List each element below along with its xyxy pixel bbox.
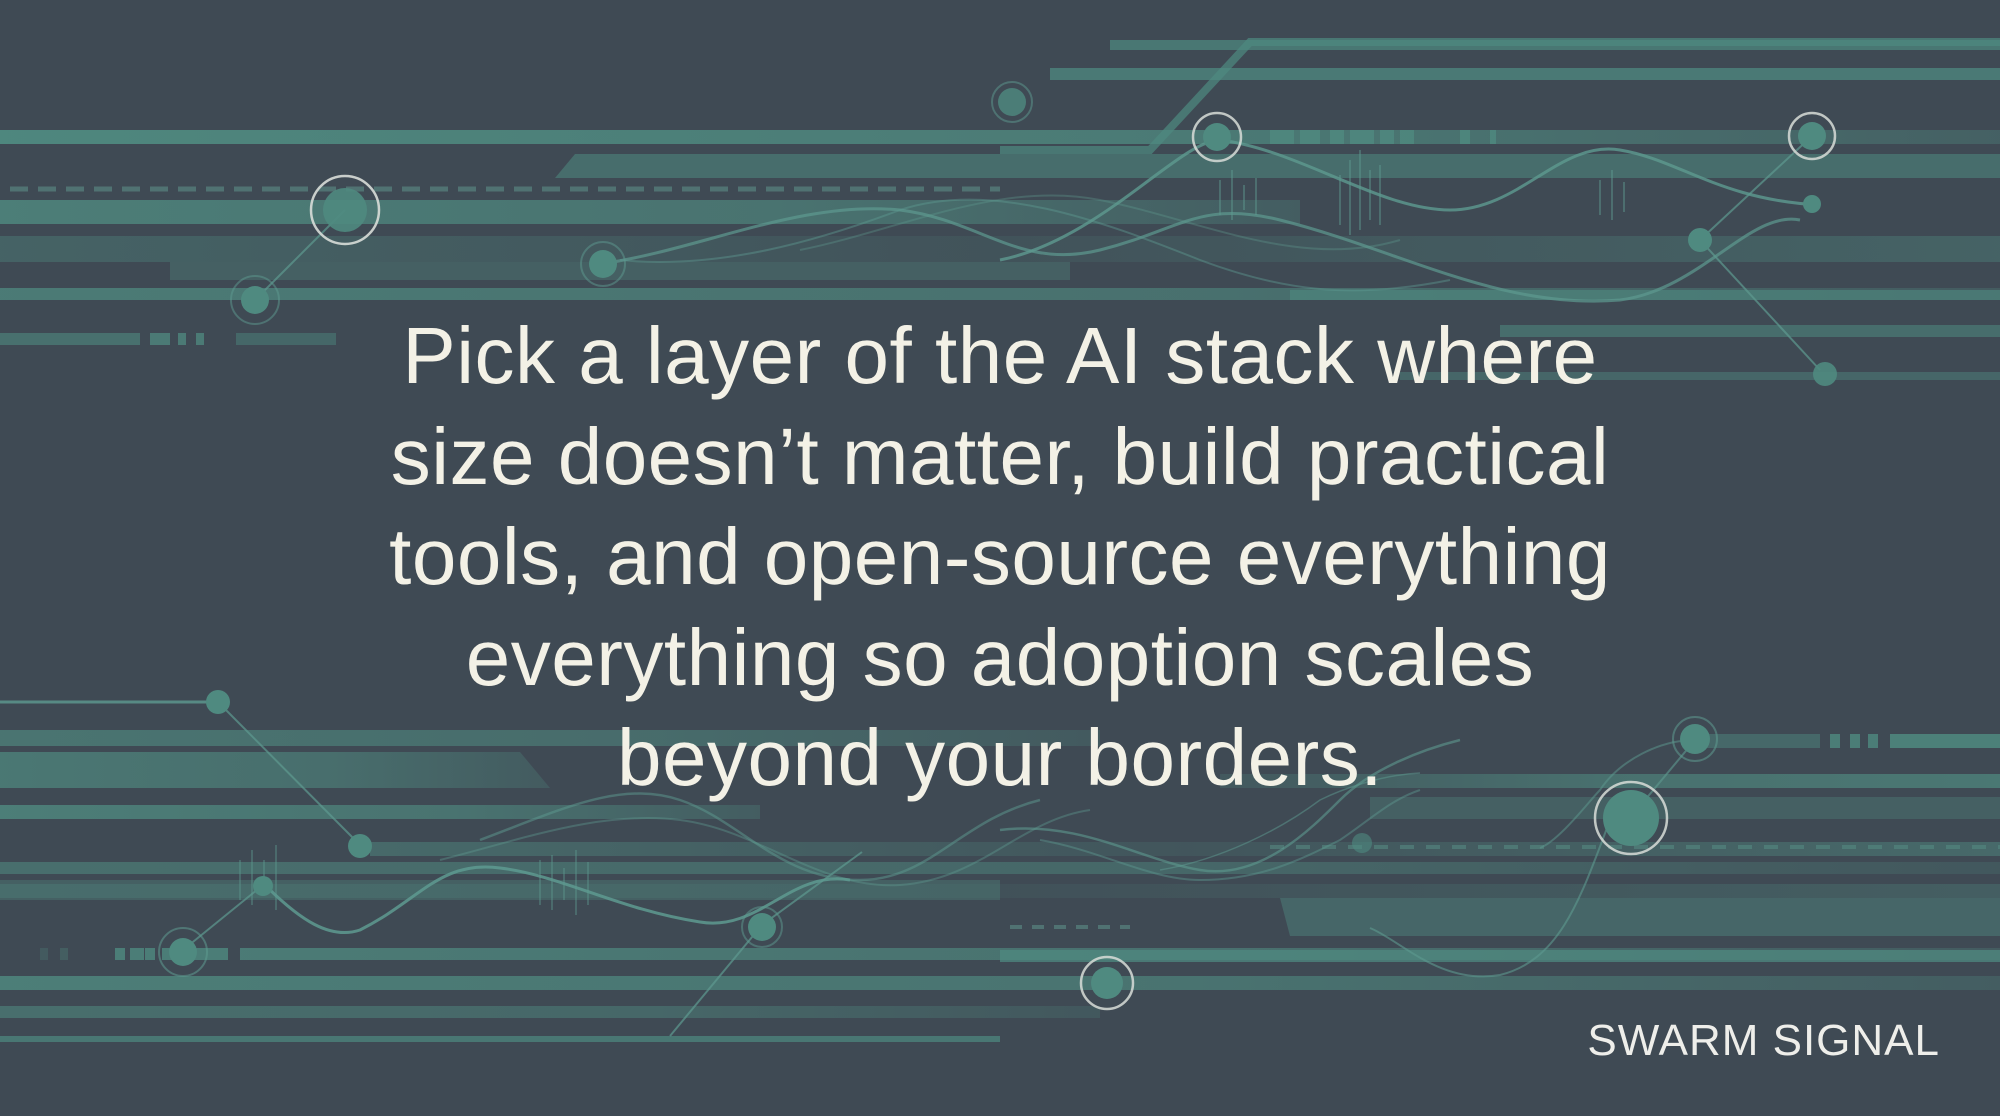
quote-line: Pick a layer of the AI stack where	[402, 311, 1598, 400]
quote-text: Pick a layer of the AI stack where size …	[0, 306, 2000, 809]
quote-line: tools, and open-source everything	[389, 512, 1611, 601]
quote-line: beyond your borders.	[616, 713, 1383, 802]
quote-line: size doesn’t matter, build practical	[390, 411, 1610, 501]
brand-watermark: SWARM SIGNAL	[1587, 1016, 1940, 1065]
quote-line: everything so adoption scales	[465, 612, 1535, 702]
